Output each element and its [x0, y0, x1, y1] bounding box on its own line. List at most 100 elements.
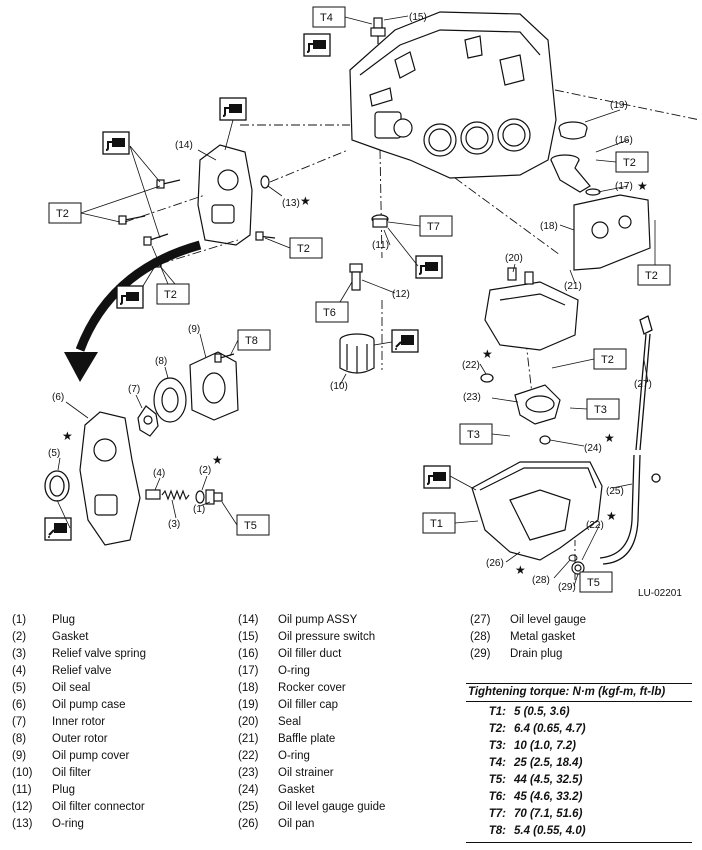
torque-key: T1:: [488, 706, 506, 718]
legend-column-3: (27)Oil level gauge(28)Metal gasket(29)D…: [470, 612, 586, 663]
seal-20: [507, 267, 534, 285]
legend-item-number: (3): [12, 648, 27, 660]
legend-item: (5)Oil seal: [12, 680, 146, 697]
oil-pan: [471, 461, 603, 561]
legend-item-number: (16): [238, 648, 259, 660]
legend-item-name: Seal: [278, 716, 302, 728]
legend-item-number: (18): [238, 682, 259, 694]
torque-rows: T1:5 (0.5, 3.6)T2:6.4 (0.65, 4.7)T3:10 (…: [466, 704, 692, 840]
tag-t2-rocker: T2: [637, 264, 671, 286]
gasket-2: [195, 490, 205, 504]
star-24: ★: [604, 431, 615, 445]
callout-10: (10): [330, 381, 348, 392]
svg-text:T2: T2: [56, 208, 69, 220]
legend-item-number: (29): [470, 648, 491, 660]
svg-text:T4: T4: [320, 12, 333, 24]
star-22b: ★: [606, 509, 617, 523]
legend-item-number: (4): [12, 665, 27, 677]
star-17: ★: [637, 179, 648, 193]
legend-item-name: Relief valve spring: [52, 648, 146, 660]
legend-item: (11)Plug: [12, 782, 146, 799]
torque-key: T7:: [488, 808, 506, 820]
legend-item-name: Oil pump ASSY: [278, 614, 358, 626]
svg-text:T1: T1: [430, 518, 443, 530]
oil-pressure-switch: [370, 17, 386, 44]
torque-row: T5:44 (4.5, 32.5): [466, 772, 692, 789]
torque-value: 70 (7.1, 51.6): [514, 808, 583, 820]
svg-text:T2: T2: [297, 243, 310, 255]
torque-row: T6:45 (4.6, 33.2): [466, 789, 692, 806]
legend-item-number: (9): [12, 750, 27, 762]
leader-lines: [57, 109, 649, 587]
legend-item-name: Baffle plate: [278, 733, 336, 745]
torque-value: 6.4 (0.65, 4.7): [514, 723, 586, 735]
inner-rotor: [137, 405, 159, 437]
svg-text:T2: T2: [623, 157, 636, 169]
torque-row: T2:6.4 (0.65, 4.7): [466, 721, 692, 738]
legend-item-number: (24): [238, 784, 259, 796]
star-28: ★: [515, 563, 526, 577]
callout-6: (6): [52, 392, 64, 403]
legend-item-number: (23): [238, 767, 259, 779]
tag-t8: T8: [237, 329, 271, 351]
torque-key: T3:: [488, 740, 506, 752]
legend-item-number: (20): [238, 716, 259, 728]
oil-pump-case: [79, 411, 141, 546]
torque-key: T8:: [488, 825, 506, 837]
tag-t2-left: T2: [48, 202, 82, 224]
tag-t7: T7: [419, 215, 453, 237]
legend-item: (4)Relief valve: [12, 663, 146, 680]
rocker-cover: [573, 194, 651, 271]
legend-item: (9)Oil pump cover: [12, 748, 146, 765]
cover-screw: [214, 353, 235, 363]
oil-filler-cap: [558, 121, 588, 140]
callout-13: (13): [282, 198, 300, 209]
legend-item: (2)Gasket: [12, 629, 146, 646]
star-2: ★: [212, 453, 223, 467]
figure-code: LU-02201: [638, 588, 682, 599]
tag-t3-right: T3: [586, 398, 620, 420]
legend-item: (19)Oil filler cap: [238, 697, 385, 714]
legend-item: (26)Oil pan: [238, 816, 385, 833]
svg-text:T2: T2: [601, 354, 614, 366]
legend-item-name: Oil filler cap: [278, 699, 339, 711]
sealant-icon: [219, 97, 247, 121]
gasket-24: [539, 435, 551, 445]
legend-item-number: (7): [12, 716, 27, 728]
legend-item-name: Inner rotor: [52, 716, 106, 728]
legend-item: (10)Oil filter: [12, 765, 146, 782]
tag-t2-filler: T2: [615, 151, 649, 173]
torque-row: T8: 5.4 (0.55, 4.0): [466, 823, 692, 840]
legend-item-name: O-ring: [278, 750, 310, 762]
legend-item: (6)Oil pump case: [12, 697, 146, 714]
tag-t2-bottom: T2: [156, 283, 190, 305]
legend-item-number: (17): [238, 665, 259, 677]
callout-26: (26): [486, 558, 504, 569]
legend-item: (20) Seal: [238, 714, 385, 731]
baffle-plate: [484, 281, 579, 351]
callout-1: (1): [193, 504, 205, 515]
legend-item-name: Oil strainer: [278, 767, 334, 779]
svg-text:T6: T6: [323, 307, 336, 319]
callout-2: (2): [199, 465, 211, 476]
legend-item: (7) Inner rotor: [12, 714, 146, 731]
o-ring-13: [260, 175, 270, 189]
callout-25: (25): [606, 486, 624, 497]
legend-item-name: Oil pressure switch: [278, 631, 376, 643]
torque-value: 5.4 (0.55, 4.0): [514, 825, 586, 837]
legend-item-name: Outer rotor: [52, 733, 108, 745]
callout-19: (19): [610, 100, 628, 111]
legend-item-number: (22): [238, 750, 259, 762]
tag-t5-pump: T5: [236, 514, 270, 536]
callout-5: (5): [48, 448, 60, 459]
legend-item: (29)Drain plug: [470, 646, 586, 663]
legend-item-number: (21): [238, 733, 259, 745]
torque-row: T1:5 (0.5, 3.6): [466, 704, 692, 721]
legend-item-name: Plug: [52, 614, 76, 626]
legend-item-name: O-ring: [52, 818, 84, 830]
legend-item: (28)Metal gasket: [470, 629, 586, 646]
callout-14: (14): [175, 140, 193, 151]
o-ring-22: [480, 373, 494, 383]
exploded-diagram: (1) (2) (3) (4) (5) (6) (7) (8) (9) (10)…: [44, 6, 701, 599]
plug-1: [205, 489, 223, 505]
